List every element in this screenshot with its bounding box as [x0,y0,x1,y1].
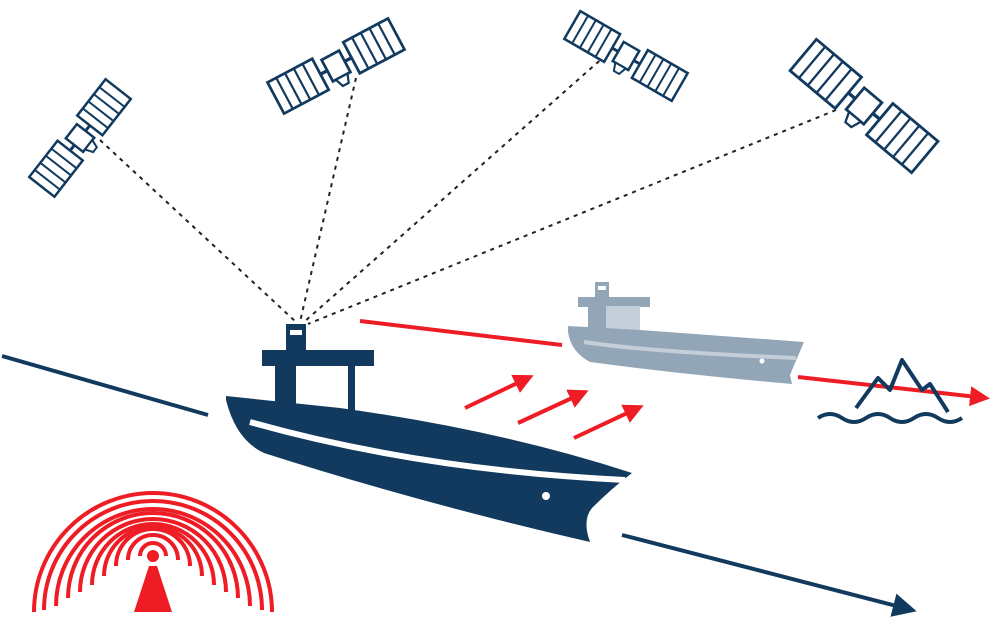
signal-line-1 [99,139,297,323]
satellite-icon [265,16,407,116]
satellite-2 [265,16,407,116]
satellite-4 [788,37,940,175]
signal-lines [99,54,837,325]
arrow-icon [573,404,644,440]
hazard-rock [816,358,964,424]
satellite-3 [562,9,690,103]
satellite-icon [562,9,690,103]
actual-ship [226,324,632,542]
ghost-ship-icon [568,282,804,384]
ghost-ship [568,282,804,384]
transmitter-base [134,566,172,612]
arrow-icon [517,389,589,425]
satellite-1 [27,77,133,199]
signal-line-3 [303,54,607,323]
true-course-line [1,354,917,617]
transition-arrows [464,374,644,440]
spoofer-transmitter [32,491,274,613]
transmitter-core [147,550,159,562]
satellite-icon [27,77,133,199]
arrow-icon [464,374,534,410]
radio-tower-icon [32,491,274,613]
satellite-icon [788,37,940,175]
signal-line-4 [307,109,837,325]
hazard-rock-icon [816,358,964,424]
signal-line-2 [299,77,357,323]
ship-icon [226,324,632,542]
